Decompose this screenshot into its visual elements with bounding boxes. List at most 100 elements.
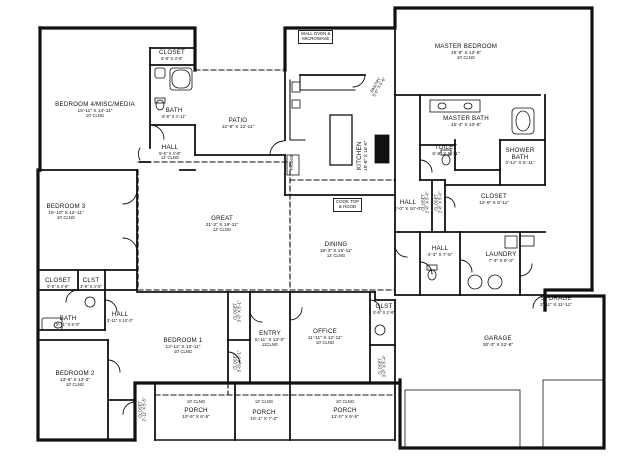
bath-left-name: BATH (59, 315, 77, 322)
hall-left-dims: 3'-11" X 10'-3" (106, 317, 134, 323)
fixtures (41, 67, 604, 449)
master-bath-name: MASTER BATH (443, 115, 489, 122)
master-bath-dims: 15'-4" X 10'-8" (450, 122, 482, 128)
great-name: GREAT (211, 215, 233, 222)
label-closet-left: CLOSET 5'-5" X 4'-6" (45, 277, 71, 289)
bedroom3-name: BEDROOM 3 (46, 203, 86, 210)
toilet-dims: 5'-8" X 5'-11" (432, 151, 460, 157)
label-closet-v2: CLOSET 2'-6" X 5'-0" (434, 191, 444, 214)
shower-name: SHOWER (505, 147, 535, 154)
label-patio: PATIO 12'-9" X 12'-11" (221, 117, 255, 130)
closet-master-dims: 12'-8" X 8'-11" (479, 200, 509, 206)
closet-left-name: CLOSET (45, 277, 71, 284)
bedroom4-name: BEDROOM 4/MISC/MEDIA (55, 101, 135, 108)
label-bedroom3: BEDROOM 3 15'-10" X 12'-11" 10' CLNG (46, 203, 86, 220)
glst-garage-dims: 5'-6" X 2'-8" (373, 309, 395, 315)
label-bath-b4: BATH 8'-8" X 4'-11" (162, 107, 186, 119)
label-dining: DINING 19'-3" X 15'-11" 12' CLNG (319, 241, 353, 258)
callout-wall-oven: WALL OVEN & MICROWAVE (298, 30, 334, 44)
hall-master-dims: 4'-0" X 10'-0" (394, 206, 422, 212)
label-bedroom2: BEDROOM 2 13'-6" X 13'-2" 10' CLNG (56, 370, 95, 387)
label-closet-office: CLOSET 3'-0" X 5'-4" (378, 355, 388, 378)
bedroom2-dims: 13'-6" X 13'-2" (59, 377, 91, 383)
great-clg: 12' CLNG (212, 226, 232, 232)
bath-left-dims: 8'-11" X 5'-0" (56, 321, 80, 327)
shower-dims: 4'-11" X 5'-11" (505, 161, 535, 166)
label-bedroom1: BEDROOM 1 12'-11" X 12'-11" 10' CLNG (164, 337, 203, 354)
callout-fridge: FRIDGE (288, 154, 294, 171)
toilet-name: TOILET (434, 144, 458, 151)
laundry-dims: 7'-3" X 9'-3" (488, 258, 514, 264)
closet-v2-dims: 2'-6" X 5'-0" (438, 191, 443, 214)
label-laundry: LAUNDRY 7'-3" X 9'-3" (485, 251, 517, 264)
label-hall-master: HALL 4'-0" X 10'-0" (394, 199, 422, 212)
closet-entry2-dims: 3'-0" X 5'-1" (237, 350, 242, 373)
closet-b4-dims: 5'-8" X 3'-8" (161, 55, 183, 61)
storage-dims: 2'-11" X 11'-11" (540, 302, 572, 308)
master-bedroom-clg: 10' CLNG (456, 54, 476, 60)
closet-master-name: CLOSET (481, 193, 507, 200)
kitchen-name: KITCHEN (356, 141, 364, 171)
label-great: GREAT 21'-2" X 19'-11" 12' CLNG (206, 215, 239, 232)
master-bedroom-dims: 19'-9" X 12'-9" (450, 50, 482, 56)
entry-dims: 5'-11" X 13'-0" (255, 337, 285, 343)
porch3-name: PORCH (333, 407, 357, 415)
bedroom3-dims: 15'-10" X 12'-11" (48, 210, 84, 216)
office-name: OFFICE (313, 328, 337, 335)
storage-name: STORAGE (540, 295, 572, 302)
label-closet-entry2: CLOSET 3'-0" X 5'-1" (233, 350, 243, 373)
hall-laundry-name: HALL (431, 245, 449, 252)
porch2-name: PORCH (252, 409, 276, 417)
porch1-name: PORCH (184, 407, 208, 415)
closet-b4-name: CLOSET (159, 49, 185, 56)
hall-b4-dims: 5'-5" X 4'-8" (159, 150, 181, 156)
dining-dims: 19'-3" X 15'-11" (319, 248, 353, 254)
porch2-dims: 10'-1" X 7'-2" (250, 416, 278, 422)
hall-left-name: HALL (111, 311, 129, 318)
label-glst-garage: GLST 5'-6" X 2'-8" (373, 303, 395, 315)
office-clg: 10' CLNG (315, 339, 335, 345)
label-porch3: 10' CLNG PORCH 12'-0" X 6'-5" (331, 399, 359, 420)
bedroom4-dims: 15'-11" X 14'-11" (77, 108, 113, 114)
label-master-bedroom: MASTER BEDROOM 19'-9" X 12'-9" 10' CLNG (434, 43, 498, 60)
label-closet-bottom: CLOSET 2'-11" X 5'-5" (138, 397, 148, 422)
patio-name: PATIO (228, 117, 248, 124)
hall-b4-name: HALL (161, 144, 179, 151)
label-garage: GARAGE 30'-3" X 22'-8" (482, 335, 514, 348)
label-hall-laundry: HALL 4'-3" X 7'-5" (428, 245, 453, 258)
closet-left-dims: 5'-5" X 4'-6" (47, 283, 69, 289)
closet-entry1-dims: 3'-0" X 5'-1" (237, 300, 242, 323)
master-bedroom-name: MASTER BEDROOM (434, 43, 498, 50)
label-porch2: 12' CLNG PORCH 10'-1" X 7'-2" (250, 399, 278, 422)
glst-garage-name: GLST (375, 303, 393, 310)
callout-cook-top: COOK TOP & HOOD (333, 198, 363, 212)
garage-dims: 30'-3" X 22'-8" (482, 342, 514, 348)
label-storage: STORAGE 2'-11" X 11'-11" (540, 295, 572, 308)
label-toilet: TOILET 5'-8" X 5'-11" (432, 144, 460, 157)
clst-left-dims: 3'-8" X 4'-5" (80, 283, 102, 289)
label-bath-left: BATH 8'-11" X 5'-0" (56, 315, 80, 327)
label-entry: ENTRY 5'-11" X 13'-0" 12CLNG (255, 330, 285, 347)
label-bedroom4: BEDROOM 4/MISC/MEDIA 15'-11" X 14'-11" 1… (55, 101, 135, 118)
label-closet-v1: CLOSET 2'-6" X 5'-0" (421, 192, 431, 214)
label-hall-b4: HALL 5'-5" X 4'-8" 12' CLNG (159, 144, 181, 160)
kitchen-dims: 15'-8" X 16'-6" (363, 140, 369, 171)
door-swings (65, 74, 546, 415)
label-master-bath: MASTER BATH 15'-4" X 10'-8" (443, 115, 489, 128)
patio-dims: 12'-9" X 12'-11" (221, 124, 255, 130)
label-clst-left: CLST 3'-8" X 4'-5" (80, 277, 102, 289)
porch1-dims: 10'-9" X 6'-5" (182, 414, 210, 420)
laundry-name: LAUNDRY (485, 251, 517, 258)
fridge-label: FRIDGE (288, 154, 294, 171)
closet-bottom-dims: 2'-11" X 5'-5" (142, 397, 147, 422)
shower-sub: BATH (511, 153, 529, 161)
exterior-walls (36, 6, 606, 450)
hall-b4-clg: 12' CLNG (160, 154, 180, 160)
label-shower-bath: SHOWER BATH 4'-11" X 5'-11" (505, 147, 535, 166)
office-dims: 11'-11" X 12'-11" (307, 335, 343, 341)
label-office: OFFICE 11'-11" X 12'-11" 10' CLNG (307, 328, 343, 345)
clst-left-name: CLST (82, 277, 100, 284)
label-porch1: 10' CLNG PORCH 10'-9" X 6'-5" (182, 399, 210, 420)
label-kitchen: KITCHEN 15'-8" X 16'-6" (356, 140, 369, 171)
closet-office-dims: 3'-0" X 5'-4" (382, 355, 387, 378)
